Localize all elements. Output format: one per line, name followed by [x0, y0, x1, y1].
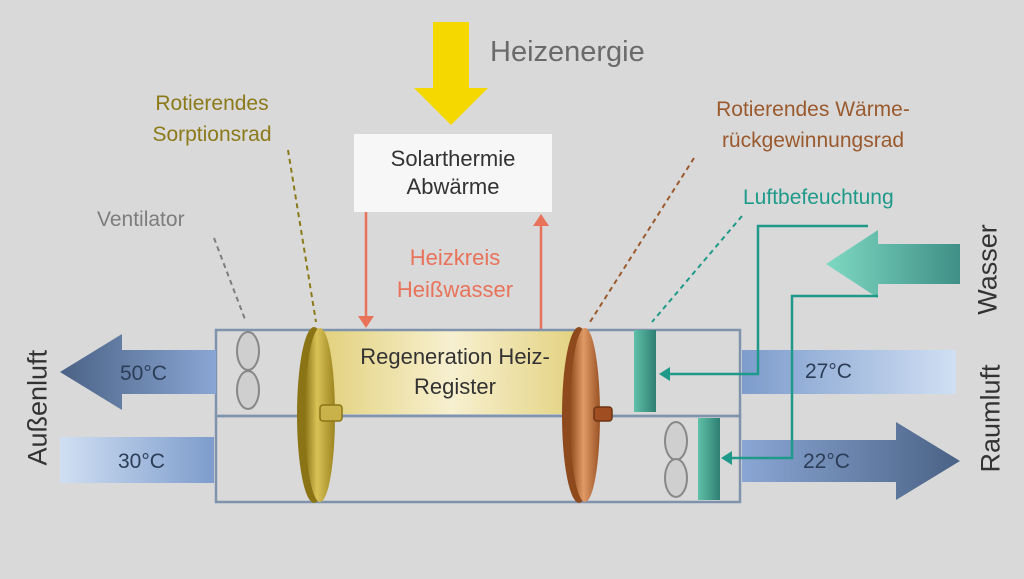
heizenergie-arrow — [414, 22, 488, 125]
solarthermie-box — [354, 134, 552, 212]
luftbefeuchtung-line-upper — [668, 224, 868, 376]
temp-raum-in: 27°C — [805, 360, 852, 383]
aussenluft-out-arrow — [60, 334, 216, 410]
ventilator-label: Ventilator — [97, 208, 185, 231]
heizkreis-up-arrowhead — [533, 214, 549, 226]
solarthermie-label: Solarthermie Abwärme — [354, 145, 552, 201]
waermerad-line1: Rotierendes Wärme- — [716, 98, 910, 121]
waermerad-line2: rückgewinnungsrad — [721, 129, 905, 152]
luftbefeuchtung-line-lower — [730, 294, 878, 460]
raumluft-out-arrow — [742, 422, 960, 500]
temp-raum-out: 22°C — [803, 450, 850, 473]
temp-aussen-in: 30°C — [118, 450, 165, 473]
sorptionsrad-label: Rotierendes Sorptionsrad — [128, 88, 296, 150]
housing-lower — [214, 414, 742, 504]
regeneration-line2: Register — [414, 374, 496, 399]
sorptionsrad-line2: Sorptionsrad — [152, 123, 272, 146]
waermerad-face — [570, 328, 600, 502]
temp-aussen-out: 50°C — [120, 362, 167, 385]
heizkreis-line1: Heizkreis — [409, 245, 501, 270]
befeuchter-lower — [698, 418, 720, 500]
aussenluft-in-arrow — [60, 437, 214, 483]
heizenergie-label: Heizenergie — [490, 36, 645, 68]
ventilator-lower-blade-top — [664, 421, 688, 461]
regeneration-line1: Regeneration Heiz- — [360, 344, 550, 369]
wasser-arrow — [826, 230, 960, 298]
luftbefeuchtung-arrowhead-lower — [721, 451, 732, 465]
ventilator-upper-blade-bottom — [236, 370, 260, 410]
raumluft-label: Raumluft — [975, 364, 1006, 473]
heizkreis-down-arrowhead — [358, 316, 374, 328]
ventilator-upper-blade-top — [236, 331, 260, 371]
aussenluft-label: Außenluft — [22, 349, 53, 466]
luftbefeuchtung-leader — [651, 215, 743, 323]
solarthermie-line1: Solarthermie — [390, 146, 516, 171]
sorptionsrad-line1: Rotierendes — [155, 92, 269, 115]
waermerad-label: Rotierendes Wärme- rückgewinnungsrad — [688, 94, 938, 156]
heizkreis-line2: Heißwasser — [396, 277, 514, 302]
heizkreis-label: Heizkreis Heißwasser — [380, 242, 530, 306]
wasser-label: Wasser — [972, 224, 1003, 315]
solarthermie-line2: Abwärme — [406, 174, 500, 199]
waermerad-leader — [589, 157, 695, 323]
regeneration-label: Regeneration Heiz- Register — [330, 342, 580, 402]
ventilator-leader — [213, 237, 247, 323]
ventilator-lower-blade-bottom — [664, 458, 688, 498]
luftbefeuchtung-arrowhead-upper — [659, 367, 670, 381]
waermerad-axle — [593, 406, 613, 422]
sorptionsrad-leader — [287, 149, 317, 323]
regeneration-zone — [318, 330, 586, 414]
raumluft-in-arrow — [742, 350, 956, 394]
sorptionsrad-axle — [319, 404, 343, 422]
befeuchter-upper — [634, 330, 656, 412]
luftbefeuchtung-label: Luftbefeuchtung — [743, 186, 894, 209]
